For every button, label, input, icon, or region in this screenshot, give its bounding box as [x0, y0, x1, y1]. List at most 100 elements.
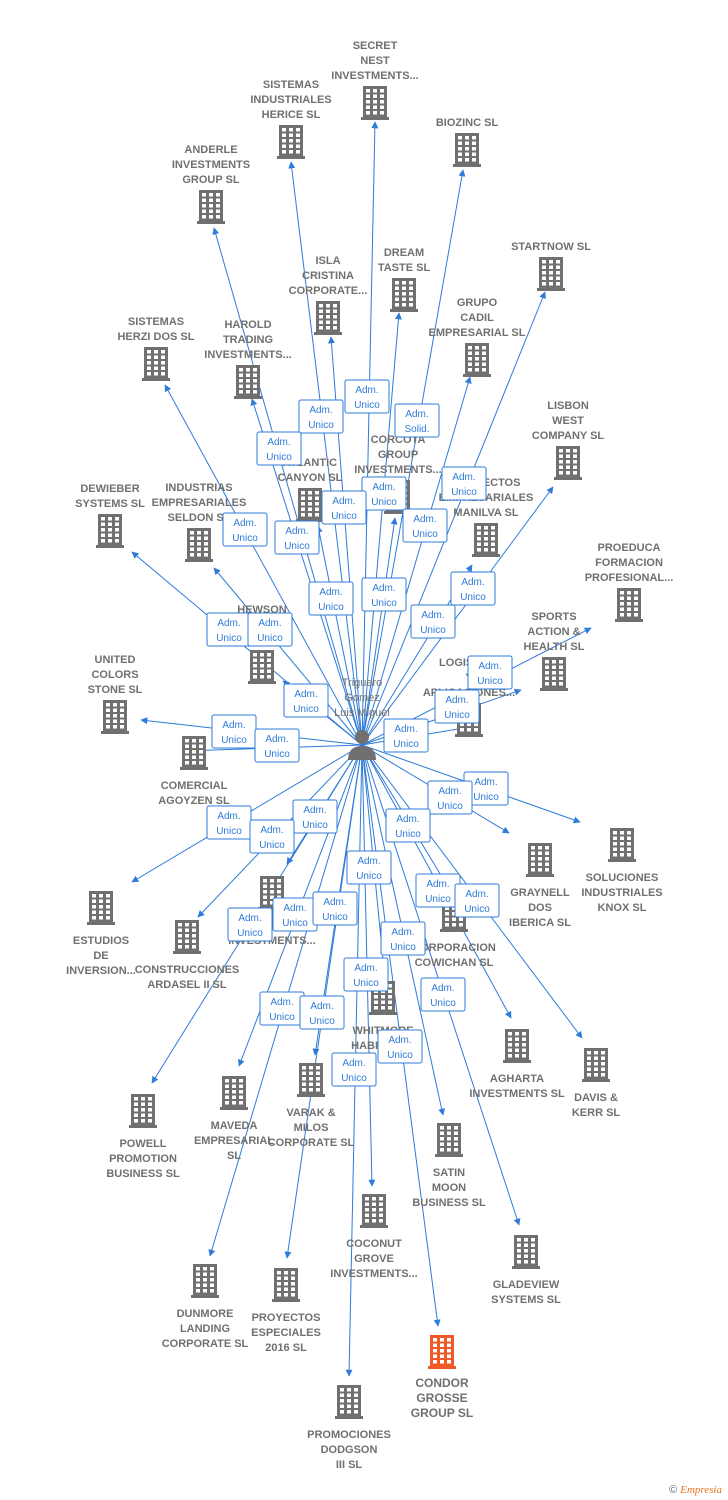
role-badge[interactable]: Adm.Unico: [227, 907, 273, 942]
company-label[interactable]: BIOZINC SL: [436, 117, 499, 129]
role-badge[interactable]: Adm.Unico: [283, 683, 329, 718]
role-badge[interactable]: Adm.Unico: [211, 714, 257, 749]
role-badge[interactable]: Adm.Unico: [299, 995, 345, 1030]
building-icon[interactable]: [220, 1076, 248, 1110]
company-node-n3[interactable]: BIOZINC SL: [436, 117, 499, 167]
building-icon[interactable]: [129, 1094, 157, 1128]
role-badge[interactable]: Adm.Unico: [222, 512, 268, 547]
building-icon[interactable]: [191, 1264, 219, 1298]
building-icon[interactable]: [472, 523, 500, 557]
building-icon[interactable]: [101, 700, 129, 734]
building-icon[interactable]: [615, 588, 643, 622]
building-icon[interactable]: [582, 1048, 610, 1082]
role-badge[interactable]: Adm.Unico: [346, 850, 392, 885]
role-badge[interactable]: Adm.Unico: [377, 1029, 423, 1064]
building-icon[interactable]: [142, 347, 170, 381]
role-badge[interactable]: Adm.Unico: [344, 379, 390, 414]
company-node-n5[interactable]: STARTNOW SL: [511, 241, 591, 291]
building-icon[interactable]: [526, 843, 554, 877]
role-badge[interactable]: Adm.Unico: [383, 718, 429, 753]
building-icon[interactable]: [503, 1029, 531, 1063]
brand-name[interactable]: Empresia: [680, 1484, 722, 1496]
role-badge[interactable]: Adm.Unico: [249, 819, 295, 854]
company-node-n31[interactable]: DAVIS &KERR SL: [572, 1048, 621, 1119]
building-icon[interactable]: [96, 514, 124, 548]
building-icon[interactable]: [185, 528, 213, 562]
role-badge[interactable]: Adm.Unico: [254, 728, 300, 763]
role-badge[interactable]: Adm.Unico: [206, 612, 252, 647]
role-badge[interactable]: Adm.Unico: [272, 897, 318, 932]
role-badge[interactable]: Adm.Unico: [331, 1052, 377, 1087]
building-icon[interactable]: [314, 301, 342, 335]
role-badge[interactable]: Adm.Unico: [450, 571, 496, 606]
building-icon[interactable]: [173, 920, 201, 954]
building-icon[interactable]: [296, 488, 324, 522]
building-icon[interactable]: [512, 1235, 540, 1269]
role-badge[interactable]: Adm.Unico: [361, 476, 407, 511]
building-icon[interactable]: [537, 257, 565, 291]
role-badge[interactable]: Adm.Unico: [463, 771, 509, 806]
company-label[interactable]: DAVIS &KERR SL: [572, 1092, 621, 1119]
building-icon[interactable]: [554, 446, 582, 480]
role-badge[interactable]: Adm.Unico: [441, 466, 487, 501]
role-badge[interactable]: Adm.Unico: [467, 655, 513, 690]
role-badge[interactable]: Adm.Unico: [454, 883, 500, 918]
role-badge[interactable]: Adm.Unico: [256, 431, 302, 466]
company-label[interactable]: STARTNOW SL: [511, 241, 591, 253]
role-badge[interactable]: Adm.Unico: [361, 577, 407, 612]
role-badge[interactable]: Adm.Unico: [385, 808, 431, 843]
building-icon[interactable]: [87, 891, 115, 925]
building-icon[interactable]: [272, 1268, 300, 1302]
role-badge[interactable]: Adm.Unico: [247, 612, 293, 647]
role-badge[interactable]: Adm.Unico: [206, 805, 252, 840]
role-badge[interactable]: Adm.Unico: [274, 520, 320, 555]
person-icon[interactable]: [355, 730, 369, 744]
role-badge[interactable]: Adm.Solid.: [394, 403, 440, 438]
building-icon[interactable]: [453, 133, 481, 167]
